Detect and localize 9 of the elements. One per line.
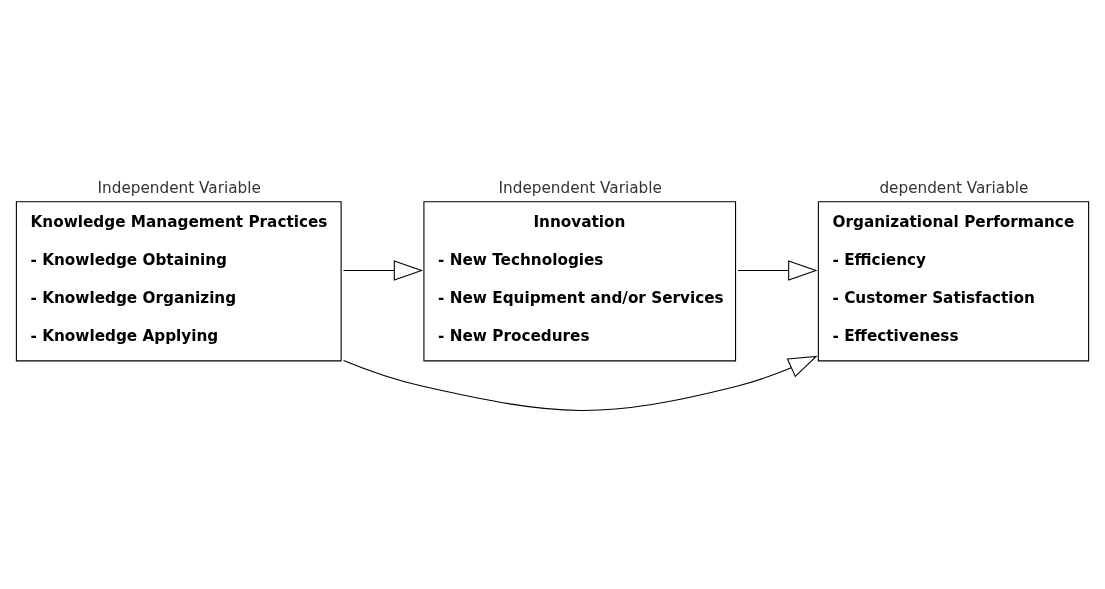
arrow <box>737 260 818 281</box>
arrow <box>342 260 424 281</box>
node-box: Knowledge Management Practices - Knowledge Obtaining - Knowledge Organizing - Knowledge Applying <box>15 201 342 362</box>
node-label: Independent Variable <box>498 179 662 198</box>
node-label: dependent Variable <box>879 179 1029 198</box>
node-box: Innovation - New Technologies - New Equipment and/or Services - New Procedures <box>423 201 737 362</box>
arrow <box>343 355 818 411</box>
node-label: Independent Variable <box>97 179 261 198</box>
node-box: Organizational Performance - Efficiency - Customer Satisfaction - Effectiveness <box>817 201 1090 362</box>
